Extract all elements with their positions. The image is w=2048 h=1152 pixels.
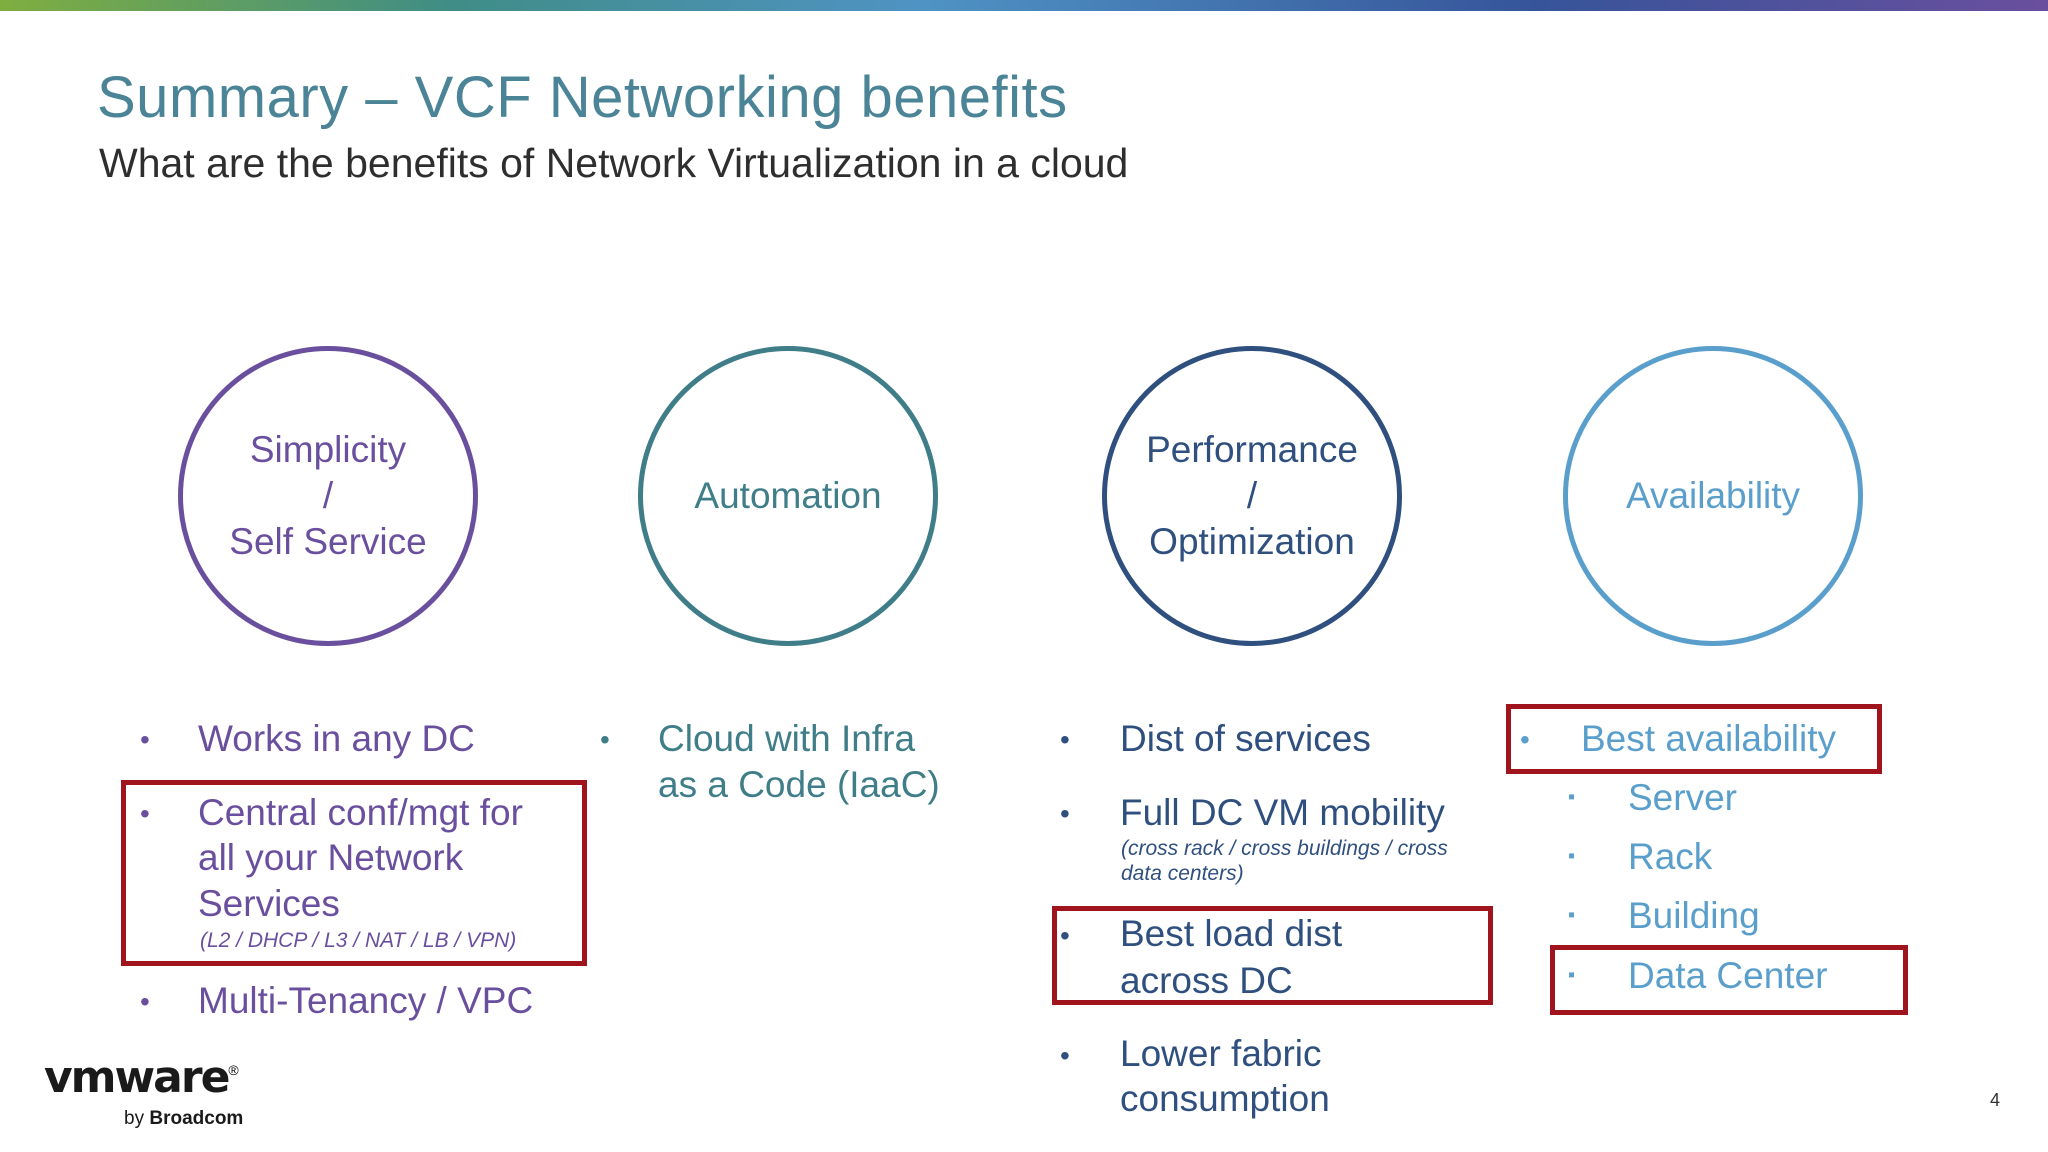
highlight-box [1506,704,1882,774]
list-item-note: (L2 / DHCP / L3 / NAT / LB / VPN) [200,929,517,952]
circle-label-simplicity: Simplicity / Self Service [229,427,426,565]
logo-brand-text: Broadcom [149,1108,244,1129]
list-item: across DC [1120,960,1293,1001]
circle-line: Optimization [1149,521,1355,562]
list-item: Works in any DC [198,718,475,759]
list-item: Rack [1628,836,1713,877]
logo-by-text: by [124,1108,145,1129]
page-number: 4 [1990,1090,2001,1110]
list-item-note: (cross rack / cross buildings / cross [1121,837,1448,860]
circle-line: Automation [694,475,882,516]
circle-line: Simplicity [249,429,407,470]
bullet-icon: • [140,724,150,755]
highlight-box [1052,906,1493,1005]
circle-line: / [1246,475,1258,516]
list-item: all your Network [198,837,464,878]
list-item: Data Center [1628,955,1828,996]
highlight-box [121,780,587,966]
circle-availability: Availability [1563,346,1863,646]
bullet-icon: • [1060,798,1070,829]
bullet-icon: • [1060,724,1070,755]
slide-title: Summary – VCF Networking benefits [97,65,1068,130]
circle-automation: Automation [638,346,938,646]
highlight-box [1550,945,1908,1015]
circle-label-automation: Automation [694,473,881,519]
logo-wordmark: vmware [44,1052,230,1103]
bullet-icon: • [1060,920,1070,951]
list-item: Dist of services [1120,718,1371,759]
bullet-icon: ▪ [1568,964,1576,986]
circle-line: Self Service [229,521,427,562]
circle-simplicity: Simplicity / Self Service [178,346,478,646]
registered-mark: ® [228,1062,239,1078]
logo-by-broadcom: by Broadcom [124,1108,243,1130]
list-item: consumption [1120,1078,1330,1119]
list-item: Lower fabric [1120,1033,1322,1074]
bullet-icon: ▪ [1568,904,1576,926]
list-item: Best load dist [1120,913,1343,954]
circle-line: Availability [1625,475,1801,516]
circle-line: Performance [1146,429,1358,470]
list-item: Best availability [1581,718,1837,759]
list-item: Multi-Tenancy / VPC [198,980,534,1021]
list-item: Central conf/mgt for [198,792,523,833]
circle-performance: Performance / Optimization [1102,346,1402,646]
circle-line: / [322,475,334,516]
bullet-icon: • [600,724,610,755]
vmware-logo: vmware® by Broadcom [44,1052,243,1129]
list-item: Building [1628,895,1760,936]
top-gradient-bar [0,0,2048,11]
list-item-note: data centers) [1121,862,1244,885]
bullet-icon: ▪ [1568,786,1576,808]
slide-subtitle: What are the benefits of Network Virtual… [99,140,1129,186]
list-item: as a Code (IaaC) [658,764,940,805]
circle-label-availability: Availability [1626,473,1800,519]
circle-label-performance: Performance / Optimization [1146,427,1358,565]
list-item: Services [198,883,340,924]
list-item: Server [1628,777,1737,818]
bullet-icon: • [140,798,150,829]
list-item: Cloud with Infra [658,718,916,759]
bullet-icon: ▪ [1568,845,1576,867]
list-item: Full DC VM mobility [1120,792,1445,833]
bullet-icon: • [1520,724,1530,755]
bullet-icon: • [140,986,150,1017]
bullet-icon: • [1060,1040,1070,1071]
